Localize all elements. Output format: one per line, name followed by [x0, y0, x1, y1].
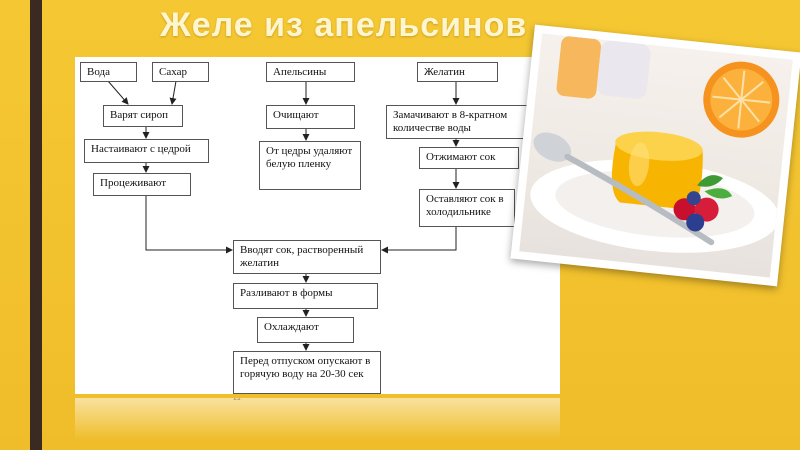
jelly-dessert-illustration: [530, 36, 780, 253]
node-ohlazhdayut: Охлаждают: [257, 317, 354, 343]
left-accent-bar: [30, 0, 42, 450]
slide-title: Желе из апельсинов: [160, 6, 528, 44]
node-ochishchayut: Очищают: [266, 105, 355, 129]
node-sahar: Сахар: [152, 62, 209, 82]
node-voda: Вода: [80, 62, 137, 82]
panel-reflection: Перед отпуском опускают в горячую воду н…: [75, 398, 560, 450]
jelly-photo: [510, 24, 800, 287]
node-razlivayut: Разливают в формы: [233, 283, 378, 309]
node-procezhivayut: Процеживают: [93, 173, 191, 196]
node-apelsiny: Апельсины: [266, 62, 355, 82]
node-nastaivayut: Настаивают с цедрой: [84, 139, 209, 163]
reflection-text: Перед отпуском опускают в горячую воду н…: [233, 398, 383, 402]
node-otzhimayut: Отжимают сок: [419, 147, 519, 169]
node-zhelatin: Желатин: [417, 62, 498, 82]
node-zamachivayut: Замачивают в 8-кратном количестве воды: [386, 105, 528, 139]
node-ostavlyayut: Оставляют сок в холодильнике: [419, 189, 515, 227]
node-pered-otpuskom: Перед отпуском опускают в горячую воду н…: [233, 351, 381, 394]
node-varyat-sirop: Варят сироп: [103, 105, 183, 127]
node-vvodyat: Вводят сок, растворенный желатин: [233, 240, 381, 274]
node-ot-cedry: От цедры удаляют белую пленку: [259, 141, 361, 190]
